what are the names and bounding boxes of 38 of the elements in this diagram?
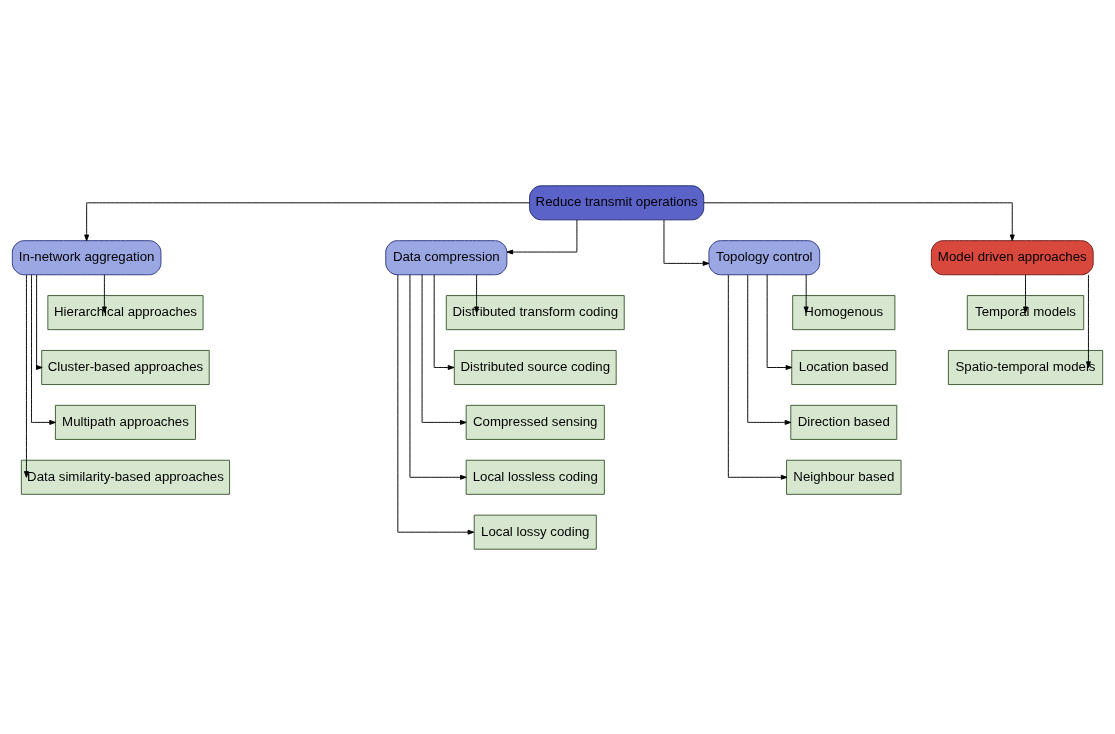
arrow xyxy=(23,273,29,478)
node-box: Multipath approaches xyxy=(54,404,196,440)
node-box: Spatio-temporal models xyxy=(947,349,1104,385)
node-box: Neighbour based xyxy=(786,459,902,495)
arrow xyxy=(421,273,467,425)
node-box: Compressed sensing xyxy=(465,404,605,440)
node-box: Data compression xyxy=(385,239,508,275)
arrow xyxy=(101,273,107,313)
node-box: Model driven approaches xyxy=(930,239,1094,275)
arrow xyxy=(1086,273,1091,368)
arrow xyxy=(36,273,43,370)
arrow xyxy=(727,273,788,480)
node-box: Local lossless coding xyxy=(465,459,605,495)
node-box: Distributed source coding xyxy=(453,349,617,385)
node-box: Reduce transmit operations xyxy=(529,184,705,220)
arrow xyxy=(397,273,475,535)
node-box: Temporal models xyxy=(966,294,1085,330)
arrow xyxy=(31,273,56,425)
node-box: In-network aggregation xyxy=(11,239,162,275)
arrow xyxy=(703,201,1015,241)
arrow xyxy=(747,273,792,425)
arrow xyxy=(433,273,455,370)
arrow xyxy=(1023,273,1028,313)
node-box: Local lossy coding xyxy=(473,514,597,550)
arrow xyxy=(84,201,530,241)
arrow xyxy=(474,273,480,313)
node-box: Location based xyxy=(791,349,897,385)
node-box: Homogenous xyxy=(792,294,896,330)
node-box: Hierarchical approaches xyxy=(47,294,204,330)
node-box: Topology control xyxy=(708,239,821,275)
arrow xyxy=(409,273,467,480)
arrow xyxy=(766,273,793,370)
node-box: Direction based xyxy=(790,404,898,440)
node-box: Distributed transform coding xyxy=(445,294,625,330)
arrow xyxy=(803,273,809,313)
node-box: Cluster-based approaches xyxy=(41,349,210,385)
arrow xyxy=(663,219,710,266)
arrow xyxy=(506,219,578,254)
